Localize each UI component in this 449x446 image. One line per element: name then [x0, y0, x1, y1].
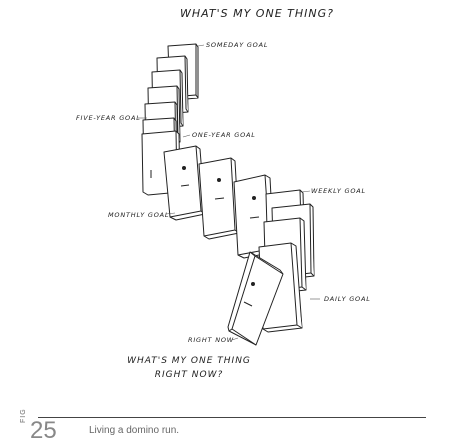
- question-line-1: WHAT'S MY ONE THING: [127, 356, 251, 366]
- label-one-year-goal: ONE-YEAR GOAL: [192, 131, 256, 139]
- label-monthly-goal: MONTHLY GOAL: [108, 211, 170, 219]
- footer-divider: [38, 417, 426, 418]
- label-daily-goal: DAILY GOAL: [324, 295, 371, 303]
- domino-one-year: [163, 145, 206, 221]
- label-right-now: RIGHT NOW: [188, 336, 234, 344]
- domino-right-now: [227, 251, 284, 346]
- question-line-2: RIGHT NOW?: [154, 370, 224, 380]
- question-text: WHAT'S MY ONE THING RIGHT NOW?: [124, 354, 254, 382]
- leader-lines: [138, 44, 320, 341]
- figure-caption: Living a domino run.: [89, 425, 180, 436]
- diagram-title: WHAT'S MY ONE THING?: [180, 7, 334, 20]
- fig-number: 25: [30, 417, 57, 444]
- label-weekly-goal: WEEKLY GOAL: [311, 187, 366, 195]
- domino-monthly: [198, 157, 240, 240]
- fig-label: FIG: [20, 408, 27, 423]
- label-someday-goal: SOMEDAY GOAL: [206, 41, 269, 49]
- label-five-year-goal: FIVE-YEAR GOAL: [76, 114, 141, 122]
